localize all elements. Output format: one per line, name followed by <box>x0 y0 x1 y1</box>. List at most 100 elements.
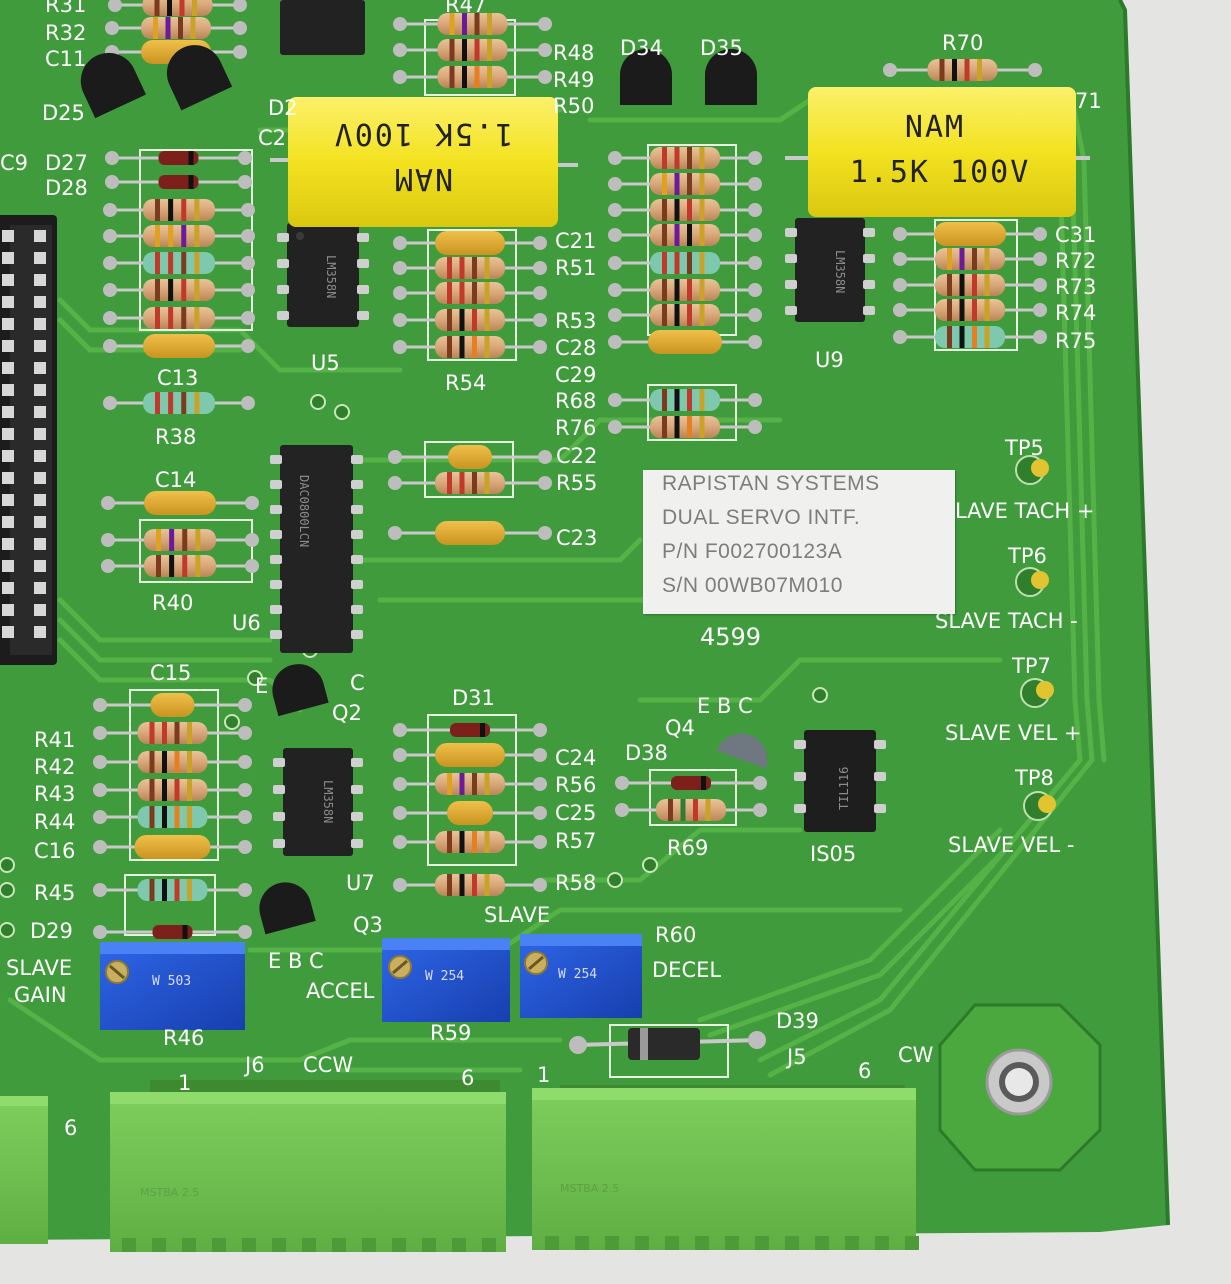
solder-pad <box>533 236 547 250</box>
svg-text:TP5: TP5 <box>1004 436 1044 460</box>
ceramic-capacitor-body <box>150 693 195 717</box>
resistor-body <box>650 147 720 169</box>
svg-text:W 254: W 254 <box>558 967 597 982</box>
resistor-band <box>155 225 160 247</box>
resistor-band <box>462 13 467 35</box>
ceramic-capacitor-body <box>648 330 722 354</box>
resistor-band <box>192 0 197 16</box>
resistor-band <box>462 66 467 88</box>
resistor-band <box>947 274 952 296</box>
svg-text:LM358N: LM358N <box>833 250 847 293</box>
svg-text:C31: C31 <box>1055 223 1096 247</box>
solder-pad <box>753 776 767 790</box>
resistor-band <box>947 248 952 270</box>
solder-pad <box>533 313 547 327</box>
resistor-band <box>155 252 160 274</box>
resistor-band <box>947 299 952 321</box>
svg-text:R75: R75 <box>1055 329 1096 353</box>
ceramic-capacitor-body <box>144 491 216 515</box>
svg-text:DECEL: DECEL <box>652 958 721 982</box>
solder-pad <box>615 776 629 790</box>
resistor-band <box>972 299 977 321</box>
solder-pad <box>608 420 622 434</box>
svg-text:C14: C14 <box>155 468 196 492</box>
resistor-band <box>179 0 185 16</box>
resistor-body <box>650 252 720 274</box>
svg-text:R31: R31 <box>45 0 86 17</box>
resistor-band <box>447 309 452 331</box>
svg-text:R56: R56 <box>555 773 596 797</box>
socket-pin <box>2 472 14 484</box>
solder-pad <box>1033 227 1047 241</box>
ic-pin <box>351 785 363 794</box>
solder-pad <box>748 283 762 297</box>
resistor-body <box>935 326 1005 348</box>
transistors <box>80 45 768 935</box>
svg-text:C15: C15 <box>150 661 191 685</box>
solder-pad <box>533 340 547 354</box>
resistor-band <box>977 59 982 81</box>
svg-text:CW: CW <box>898 1043 934 1067</box>
solder-pad <box>748 308 762 322</box>
resistor-band <box>195 529 201 551</box>
resistor-body <box>650 389 720 411</box>
svg-text:C28: C28 <box>555 336 596 360</box>
solder-pad <box>533 261 547 275</box>
resistor-body <box>137 806 208 828</box>
resistor-band <box>484 257 490 279</box>
test-points <box>1015 455 1056 821</box>
resistor-body <box>935 299 1005 321</box>
ic-pin <box>863 280 875 289</box>
via <box>642 857 658 873</box>
resistor-band <box>190 17 196 39</box>
resistor-body <box>435 831 505 853</box>
svg-text:R53: R53 <box>555 309 596 333</box>
ic-u7: LM358N <box>283 748 353 856</box>
svg-text:R68: R68 <box>555 389 596 413</box>
resistor-band <box>947 326 952 348</box>
solder-pad <box>748 151 762 165</box>
solder-pad <box>533 748 547 762</box>
resistor-band <box>687 252 692 274</box>
resistor-band <box>699 224 705 246</box>
connector-tooth <box>242 1238 256 1252</box>
resistor-body <box>650 224 720 246</box>
ic-pin <box>270 605 282 614</box>
svg-text:D28: D28 <box>45 176 88 200</box>
solder-pad <box>238 151 252 165</box>
ic-pin <box>270 480 282 489</box>
ic-pin <box>277 259 289 268</box>
resistor-band <box>972 326 977 348</box>
svg-text:R38: R38 <box>155 425 196 449</box>
resistor-body <box>141 17 211 39</box>
resistor-band <box>674 252 680 274</box>
connector-tooth <box>452 1238 466 1252</box>
resistor-body <box>435 472 505 494</box>
resistor-band <box>687 279 692 301</box>
socket-pin <box>2 604 14 616</box>
ic-pin <box>357 233 369 242</box>
socket-pin <box>34 494 46 506</box>
connector-tooth <box>665 1236 679 1250</box>
svg-text:R40: R40 <box>152 591 193 615</box>
resistor-body <box>435 309 505 331</box>
ic-pin <box>351 555 363 564</box>
svg-text:TIL116: TIL116 <box>837 767 851 810</box>
resistor-band <box>952 59 957 81</box>
connector-tooth <box>182 1238 196 1252</box>
resistor-band <box>705 799 711 821</box>
svg-text:SLAVE VEL +: SLAVE VEL + <box>945 721 1081 745</box>
svg-text:LAVE TACH +: LAVE TACH + <box>955 499 1094 523</box>
svg-text:1: 1 <box>178 1071 191 1095</box>
solder-pad <box>108 0 122 12</box>
resistor-band <box>674 224 680 246</box>
resistor-band <box>194 307 200 329</box>
resistor-body <box>656 799 726 821</box>
svg-text:R51: R51 <box>555 256 596 280</box>
ic-pin <box>270 580 282 589</box>
resistor-band <box>687 199 692 221</box>
svg-text:Q2: Q2 <box>332 701 362 725</box>
resistor-body <box>437 39 508 61</box>
ic-pin <box>270 530 282 539</box>
via <box>607 872 623 888</box>
